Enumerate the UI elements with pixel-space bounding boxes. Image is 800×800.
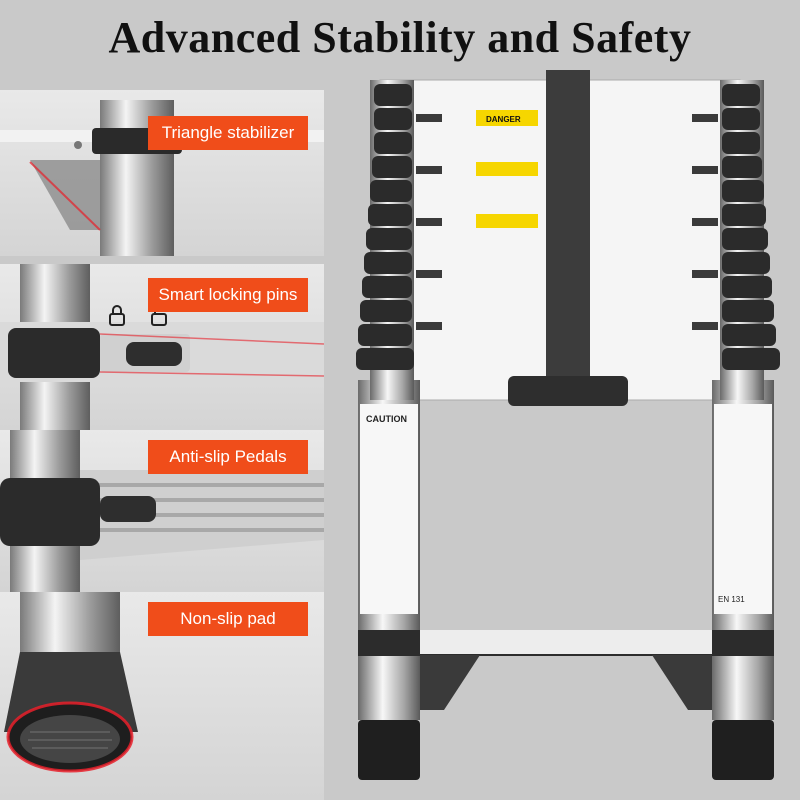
feature-panel-stabilizer: Triangle stabilizer bbox=[0, 90, 324, 256]
locking-pins-illustration bbox=[0, 264, 324, 430]
foot-pad-illustration bbox=[4, 592, 138, 773]
feature-panel-foot-pad: Non-slip pad bbox=[0, 592, 324, 800]
svg-text:DANGER: DANGER bbox=[486, 115, 521, 124]
danger-label: DANGER bbox=[476, 110, 538, 228]
feature-panel-pedals: Anti-slip Pedals bbox=[0, 430, 324, 592]
feature-label-pedals: Anti-slip Pedals bbox=[148, 440, 308, 474]
page-title: Advanced Stability and Safety bbox=[108, 13, 692, 62]
stabilizer-illustration bbox=[0, 100, 324, 256]
feature-label-stabilizer: Triangle stabilizer bbox=[148, 116, 308, 150]
pedals-illustration bbox=[0, 430, 324, 592]
feature-panel-locking-pins: Smart locking pins bbox=[0, 264, 324, 430]
feature-label-foot-pad: Non-slip pad bbox=[148, 602, 308, 636]
feature-label-locking-pins: Smart locking pins bbox=[148, 278, 308, 312]
caution-text: CAUTION bbox=[366, 414, 407, 424]
ladder-illustration: DANGER CAUTION EN 131 bbox=[356, 70, 780, 780]
standard-text: EN 131 bbox=[718, 595, 745, 604]
lock-closed-icon bbox=[109, 305, 125, 326]
